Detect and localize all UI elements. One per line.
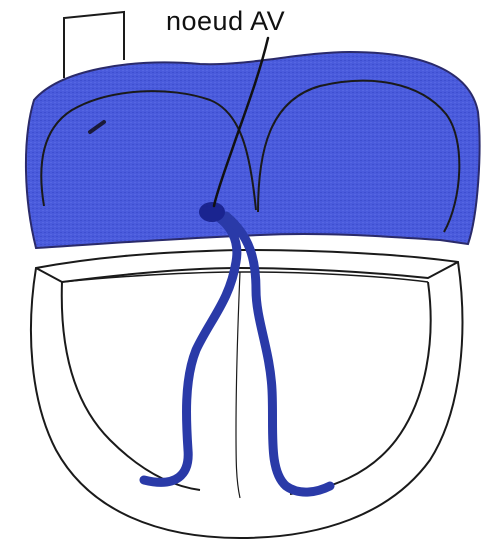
av-node-label: noeud AV [166, 8, 285, 35]
ventricles [31, 250, 462, 538]
av-node [199, 202, 225, 222]
atria [26, 52, 480, 248]
